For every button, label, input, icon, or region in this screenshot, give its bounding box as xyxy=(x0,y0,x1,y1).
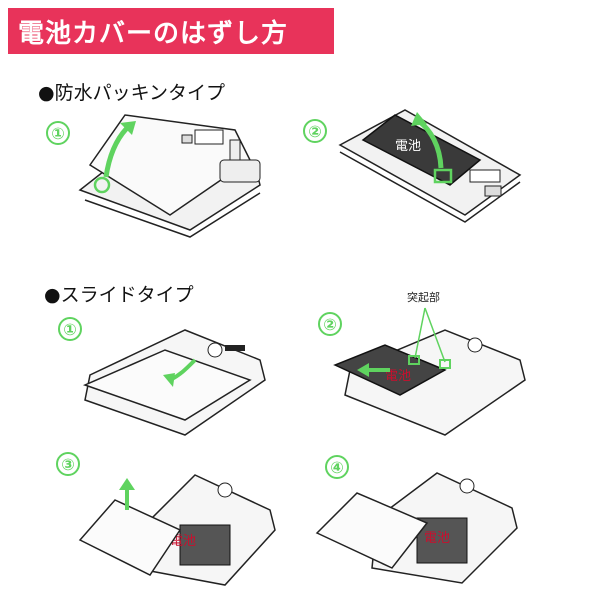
slide-cover-step2-illustration: 電池 xyxy=(333,307,526,436)
slide-cover-step4-illustration: 電池 xyxy=(315,472,518,584)
step-number-3: ③ xyxy=(56,452,80,476)
page-title: 電池カバーのはずし方 xyxy=(8,8,334,54)
step-number-2: ② xyxy=(303,119,327,143)
step-number-4: ④ xyxy=(325,455,349,479)
protrusion-label: 突起部 xyxy=(407,291,440,304)
battery-label: 電池 xyxy=(385,369,411,384)
step-number-1: ① xyxy=(58,317,82,341)
section-heading-slide: ●スライドタイプ xyxy=(44,280,194,307)
phone-cover-lift-illustration xyxy=(78,114,261,238)
slide-cover-step1-illustration xyxy=(82,329,266,436)
section-heading-waterproof: ●防水パッキンタイプ xyxy=(38,78,225,105)
battery-removal-illustration: 電池 xyxy=(338,109,522,223)
slide-cover-step3-illustration: 電池 xyxy=(78,474,276,586)
battery-label: 電池 xyxy=(170,534,196,549)
step-number-2: ② xyxy=(318,312,342,336)
step-number-1: ① xyxy=(46,121,70,145)
battery-label: 電池 xyxy=(424,531,450,546)
battery-label: 電池 xyxy=(395,139,421,154)
section-heading-text: ●スライドタイプ xyxy=(44,284,194,306)
section-heading-text: ●防水パッキンタイプ xyxy=(38,82,226,104)
